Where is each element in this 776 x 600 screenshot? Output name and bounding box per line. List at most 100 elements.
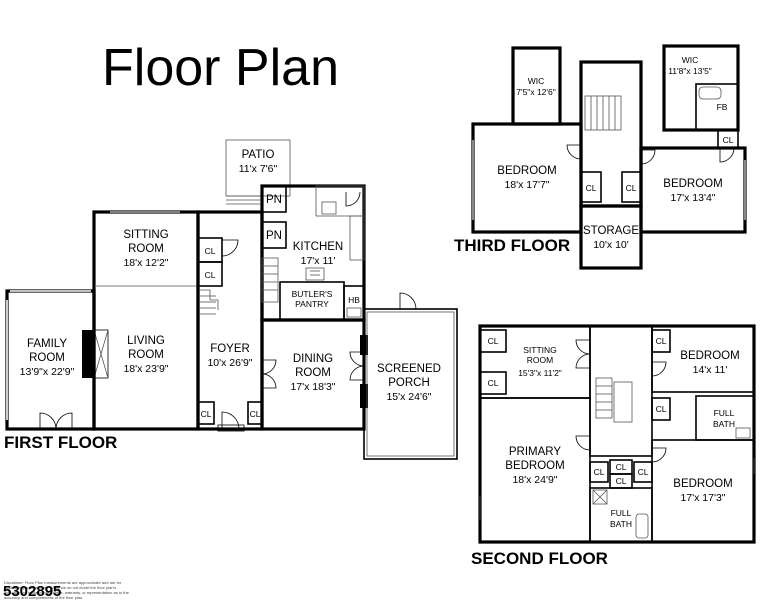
family-room-label-1: FAMILY	[27, 338, 67, 350]
bedroom-3b-label: BEDROOM	[663, 178, 722, 190]
bedroom-2b-dims: 17'x 17'3"	[680, 492, 725, 504]
bedroom-3b-walls	[639, 146, 747, 234]
storage-walls	[579, 204, 643, 270]
second-floor: CL CL SITTING ROOM 15'3"x 11'2" CL CL BE…	[471, 324, 756, 568]
foyer-dims: 10'x 26'9"	[207, 357, 252, 369]
first-floor: PATIO 11'x 7'6" FAMILY ROOM 13'9"x 22'9"…	[4, 139, 458, 460]
full-bath-3	[695, 83, 739, 131]
bedroom-2a-walls	[651, 325, 755, 393]
storage-label: STORAGE	[583, 225, 639, 237]
screened-porch-label-1: SCREENED	[377, 363, 441, 375]
storage-dims: 10'x 10'	[593, 239, 629, 251]
second-floor-label: SECOND FLOOR	[471, 549, 608, 568]
bedroom-2b-label: BEDROOM	[673, 478, 732, 490]
bedroom-3a-walls	[471, 122, 583, 234]
disclaimer-line-4: accuracy and completeness of the floor p…	[4, 595, 83, 600]
svg-text:PN: PN	[266, 230, 282, 242]
third-floor-label: THIRD FLOOR	[454, 236, 570, 255]
full-bath-2a-walls	[695, 395, 755, 441]
bedroom-3a-dims: 18'x 17'7"	[504, 179, 549, 191]
svg-text:CL: CL	[626, 183, 637, 193]
butlers-pantry-label-1: BUTLER'S	[292, 289, 333, 299]
svg-text:HB: HB	[348, 295, 360, 305]
third-floor: WIC 7'5"x 12'6" BEDROOM 18'x 17'7" CL CL…	[454, 44, 747, 270]
svg-text:CL: CL	[656, 404, 667, 414]
svg-text:CL: CL	[594, 467, 605, 477]
svg-text:FULL: FULL	[611, 508, 632, 518]
primary-bedroom-label-1: PRIMARY	[509, 446, 562, 458]
disclaimer-line-3: accuracy, we make no guarantee, warranty…	[4, 590, 130, 595]
bedroom-3b-dims: 17'x 13'4"	[670, 192, 715, 204]
screened-porch-label-2: PORCH	[388, 377, 430, 389]
svg-text:CL: CL	[250, 409, 261, 419]
svg-text:WIC: WIC	[528, 76, 545, 86]
kitchen-dims: 17'x 11'	[301, 255, 336, 267]
disclaimer-line-2: illustrative purposes only. While we do …	[4, 585, 116, 590]
svg-text:CL: CL	[201, 409, 212, 419]
patio-dims: 11'x 7'6"	[239, 163, 278, 175]
wic-3a-walls	[511, 46, 562, 126]
bedroom-2a-label: BEDROOM	[680, 350, 739, 362]
svg-text:CL: CL	[205, 270, 216, 280]
wic-3b-dims: 11'8"x 13'5"	[668, 66, 712, 76]
closet-3b	[580, 171, 602, 203]
sitting-room-2-label-1: SITTING	[523, 345, 557, 355]
family-room-label-2: ROOM	[29, 352, 65, 364]
foyer-label: FOYER	[210, 343, 250, 355]
svg-text:CL: CL	[586, 183, 597, 193]
svg-text:CL: CL	[488, 378, 499, 388]
fireplace-family	[82, 330, 94, 378]
page-title: Floor Plan	[102, 39, 339, 97]
bedroom-3a-label: BEDROOM	[497, 165, 556, 177]
foyer-walls	[196, 210, 264, 431]
family-room-dims: 13'9"x 22'9"	[20, 366, 75, 378]
wic-3a-dims: 7'5"x 12'6"	[516, 87, 556, 97]
patio-label: PATIO	[242, 149, 275, 161]
screened-porch-dims: 15'x 24'6"	[386, 391, 431, 403]
closet-c	[197, 401, 215, 425]
svg-text:BATH: BATH	[713, 419, 735, 429]
primary-bedroom-label-2: BEDROOM	[505, 460, 564, 472]
closet-2d	[651, 397, 671, 421]
screened-porch-walls	[363, 308, 458, 460]
closet-2e	[589, 461, 609, 483]
svg-text:CL: CL	[723, 135, 734, 145]
dining-room-label-2: ROOM	[295, 367, 331, 379]
sitting-room-2-label-2: ROOM	[527, 355, 553, 365]
svg-text:FULL: FULL	[714, 408, 735, 418]
mls-number: 5302895	[3, 583, 61, 600]
svg-text:BATH: BATH	[610, 519, 632, 529]
living-room-dims: 18'x 23'9"	[123, 363, 168, 375]
disclaimer-line-1: Disclaimer: Floor Plan measurements are …	[4, 580, 122, 585]
pantry-1	[261, 185, 287, 213]
living-room-label-1: LIVING	[127, 335, 165, 347]
bedroom-2b-walls	[651, 439, 755, 543]
svg-text:CL: CL	[656, 336, 667, 346]
svg-text:CL: CL	[616, 462, 627, 472]
svg-text:WIC: WIC	[682, 55, 699, 65]
closet-2c	[651, 329, 671, 353]
svg-text:FB: FB	[717, 102, 728, 112]
pantry-2	[261, 221, 287, 249]
svg-text:CL: CL	[616, 476, 627, 486]
living-room-label-2: ROOM	[128, 349, 164, 361]
sitting-room-label-2: ROOM	[128, 243, 164, 255]
butlers-pantry-label-2: PANTRY	[295, 299, 329, 309]
wic-3b-walls	[662, 44, 740, 132]
closet-2b	[479, 371, 507, 395]
sitting-room-dims: 18'x 12'2"	[123, 257, 168, 269]
primary-bedroom-dims: 18'x 24'9"	[512, 474, 557, 486]
svg-text:CL: CL	[205, 246, 216, 256]
svg-text:CL: CL	[638, 467, 649, 477]
svg-text:PN: PN	[266, 194, 282, 206]
svg-text:CL: CL	[488, 336, 499, 346]
bedroom-2a-dims: 14'x 11'	[693, 364, 728, 376]
dining-room-label-1: DINING	[293, 353, 333, 365]
closet-2a	[479, 329, 507, 353]
first-floor-label: FIRST FLOOR	[4, 433, 117, 452]
kitchen-label: KITCHEN	[293, 241, 343, 253]
sitting-room-2-dims: 15'3"x 11'2"	[518, 368, 562, 378]
sitting-room-label-1: SITTING	[123, 229, 168, 241]
dining-room-dims: 17'x 18'3"	[290, 381, 335, 393]
